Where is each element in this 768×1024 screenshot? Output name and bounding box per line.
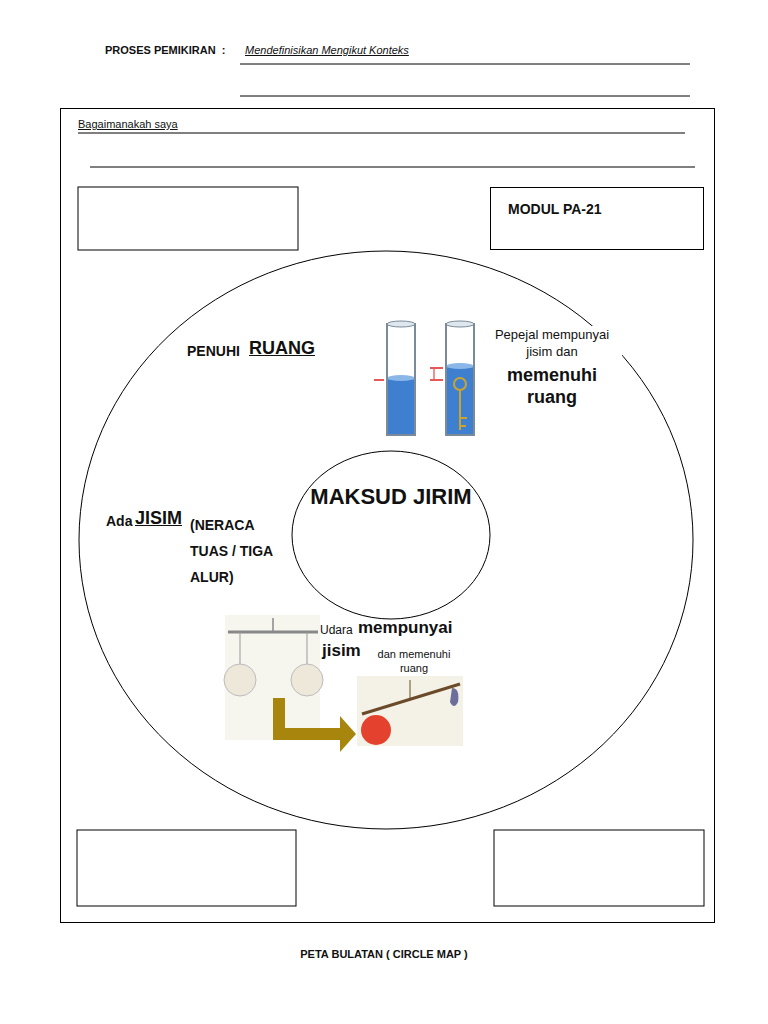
label-text: jisim xyxy=(322,641,361,661)
blank-line xyxy=(240,64,690,65)
tilted-bar xyxy=(362,684,460,714)
node-text: PENUHI xyxy=(187,343,240,359)
node-text: (NERACA TUAS / TIGA ALUR) xyxy=(190,512,283,590)
node-text: MAKSUD JIRIM xyxy=(291,484,491,510)
label-text: mempunyai xyxy=(358,618,452,638)
node-text: Bagaimanakah saya xyxy=(78,118,178,130)
measuring-cylinder xyxy=(387,321,415,435)
node-text: JISIM xyxy=(135,508,182,529)
balance-string xyxy=(272,618,274,632)
empty-box xyxy=(494,830,704,906)
balance-string xyxy=(410,680,411,699)
level-arrow xyxy=(374,379,384,381)
balloon xyxy=(291,664,323,696)
level-arrow xyxy=(430,379,443,381)
blank-line xyxy=(240,96,690,97)
label-text: Pepejal mempunyai jisim dan xyxy=(482,326,622,360)
module-box: MODUL PA-21 xyxy=(490,187,704,250)
label-text: PROSES PEMIKIRAN : xyxy=(105,44,225,56)
inner-circle: MAKSUD JIRIM xyxy=(291,450,491,620)
label-text: Mendefinisikan Mengikut Konteks xyxy=(245,44,409,56)
brown-arrow xyxy=(273,698,356,752)
node-text: Ada xyxy=(106,513,132,529)
measuring-cylinder xyxy=(446,321,474,435)
node-text: RUANG xyxy=(249,338,315,359)
empty-box xyxy=(78,187,298,250)
module-box-outline xyxy=(490,187,704,250)
key-picture xyxy=(454,378,467,430)
empty-box xyxy=(77,830,296,906)
worksheet-frame: Bagaimanakah sayaMODUL PA-21PENUHI RUANG A… xyxy=(60,108,715,923)
label-text: dan memenuhi ruang xyxy=(368,647,460,675)
inner-circle-outline xyxy=(291,450,491,620)
blank-line xyxy=(78,133,685,134)
balloon xyxy=(224,664,256,696)
empty-balloon xyxy=(450,688,458,706)
level-arrow xyxy=(430,367,443,369)
label-text: Udara xyxy=(320,623,353,637)
balloon-string xyxy=(240,632,241,665)
label-text: memenuhi ruang xyxy=(482,364,622,408)
balloon-string xyxy=(307,632,308,665)
red-balloon xyxy=(361,715,391,745)
level-arrow xyxy=(434,369,435,379)
caption-text: PETA BULATAN ( CIRCLE MAP ) xyxy=(0,948,768,960)
node-text: MODUL PA-21 xyxy=(508,201,602,217)
blank-line xyxy=(90,167,695,168)
balance-panel xyxy=(357,676,463,746)
